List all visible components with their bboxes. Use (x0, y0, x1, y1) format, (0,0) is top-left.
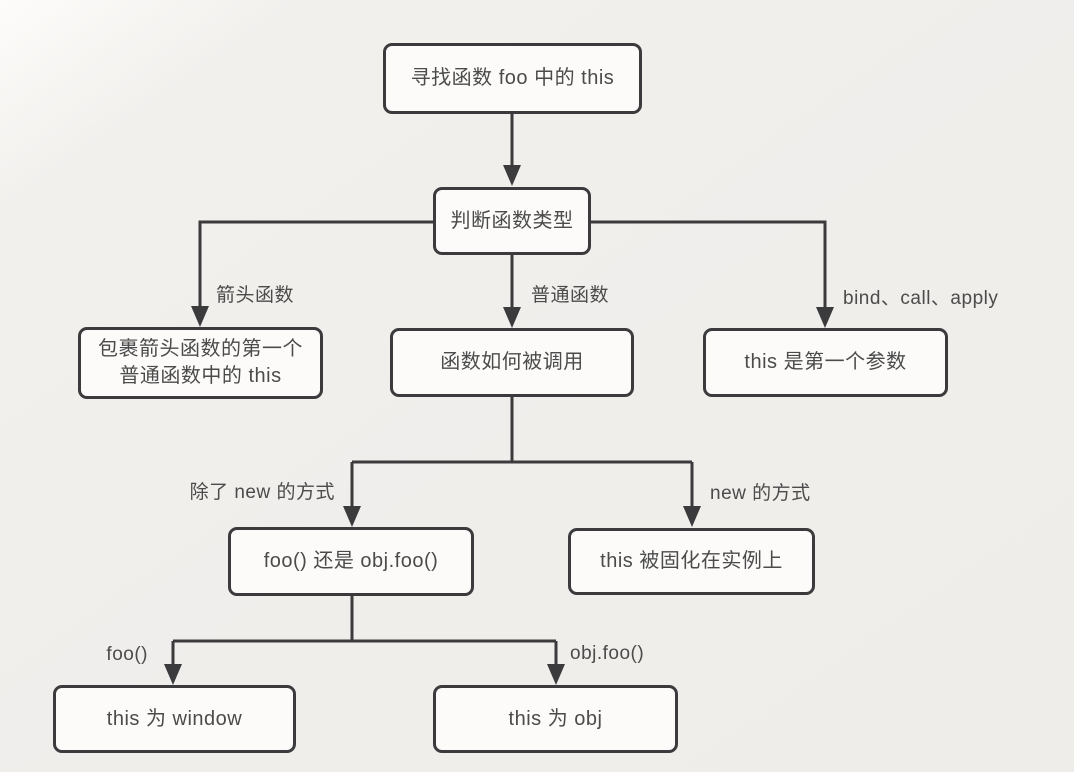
node-label-line2: 普通函数中的 this (119, 365, 282, 387)
node-this-fixed-on-instance: this 被固化在实例上 (568, 528, 815, 595)
arrowhead-down-icon (503, 307, 521, 328)
edge-label-new-way: new 的方式 (710, 483, 811, 504)
node-label: this 为 window (106, 707, 243, 730)
arrowhead-down-icon (683, 506, 701, 527)
arrowhead-down-icon (191, 306, 209, 327)
node-label: 判断函数类型 (450, 209, 574, 232)
edge-label-obj-foo-call: obj.foo() (570, 643, 645, 664)
arrowhead-down-icon (503, 165, 521, 186)
node-label-line1: 包裹箭头函数的第一个 (98, 338, 303, 360)
node-how-function-called: 函数如何被调用 (390, 328, 634, 397)
edge-judge-to-first-param (591, 220, 834, 328)
node-foo-or-objfoo: foo() 还是 obj.foo() (228, 527, 474, 596)
node-find-this-in-foo: 寻找函数 foo 中的 this (383, 43, 642, 114)
arrowhead-down-icon (816, 307, 834, 328)
node-this-is-obj: this 为 obj (433, 685, 678, 753)
edge-judge-to-how-called (503, 255, 521, 328)
node-label: this 是第一个参数 (744, 351, 907, 373)
edge-label-foo-call: foo() (106, 644, 148, 665)
node-label: this 被固化在实例上 (600, 550, 783, 572)
node-label: 寻找函数 foo 中的 this (410, 67, 615, 89)
edge-foo-or-objfoo-split (164, 596, 565, 685)
edge-label-arrow-function: 箭头函数 (216, 285, 295, 306)
edge-find-to-judge (503, 113, 521, 186)
edge-label-normal-function: 普通函数 (531, 285, 610, 306)
node-judge-function-type: 判断函数类型 (433, 187, 591, 255)
arrowhead-down-icon (547, 664, 565, 685)
node-label: this 为 obj (508, 707, 603, 730)
edge-judge-to-wrap-arrow (191, 220, 433, 327)
node-this-is-first-argument: this 是第一个参数 (703, 328, 948, 397)
edge-label-bind-call-apply: bind、call、apply (843, 288, 999, 309)
node-this-is-window: this 为 window (53, 685, 296, 753)
arrowhead-down-icon (343, 506, 361, 527)
node-label: 函数如何被调用 (440, 351, 584, 373)
node-wrapping-normal-function-this: 包裹箭头函数的第一个 普通函数中的 this (78, 327, 323, 399)
arrowhead-down-icon (164, 664, 182, 685)
edge-label-not-new-way: 除了 new 的方式 (189, 482, 335, 503)
node-label: foo() 还是 obj.foo() (263, 550, 439, 572)
edge-how-called-split (343, 397, 701, 527)
